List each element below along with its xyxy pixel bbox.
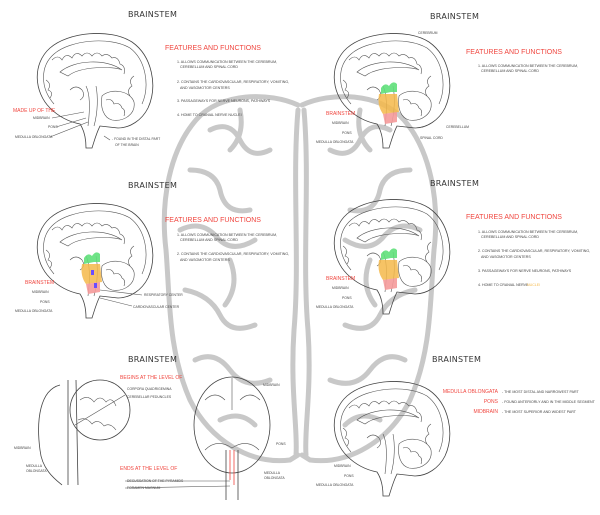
- brain-sagittal-diagram: [36, 33, 154, 149]
- panel-5: BRAINSTEM BEGINS AT THE LEVEL OF CORPORA…: [14, 355, 286, 500]
- cardiovascular-center-marker: [94, 283, 97, 288]
- feature-item: 1. ALLOWS COMMUNICATION BETWEEN THE CERE…: [177, 60, 277, 64]
- feature-item: AND VASOMOTOR CENTERS: [481, 255, 531, 259]
- brainstem-label: BRAINSTEM: [326, 111, 355, 117]
- location-note: - FOUND IN THE DISTAL PART: [112, 137, 160, 141]
- ends-label: ENDS AT THE LEVEL OF: [120, 466, 177, 472]
- panel-title: BRAINSTEM: [430, 12, 479, 21]
- begins-label: BEGINS AT THE LEVEL OF: [120, 375, 182, 381]
- label-midbrain: MIDBRAIN: [332, 121, 349, 125]
- panel-4: BRAINSTEM FEATURES AND FUNCTIONS 1. ALLO…: [316, 179, 590, 315]
- feature-item: 2. CONTAINS THE CARDIOVASCULAR, RESPIRAT…: [177, 252, 289, 256]
- label-pons: PONS: [40, 300, 50, 304]
- made-up-label: MADE UP OF THE: [13, 108, 56, 114]
- label-medulla: MEDULLA OBLONGATA: [316, 305, 354, 309]
- location-note: OF THE BRAIN: [115, 143, 139, 147]
- label-pons: PONS: [276, 442, 286, 446]
- panel-title: BRAINSTEM: [432, 355, 481, 364]
- panel-3: BRAINSTEM FEATURES AND FUNCTIONS 1. ALLO…: [15, 181, 289, 319]
- label-medulla: MEDULLA: [26, 464, 43, 468]
- feature-item: 1. ALLOWS COMMUNICATION BETWEEN THE CERE…: [478, 230, 578, 234]
- panel-title: BRAINSTEM: [430, 179, 479, 188]
- definition: - FOUND ANTERIORLY AND IN THE MIDDLE SEG…: [502, 400, 596, 404]
- label-respiratory-center: RESPIRATORY CENTER: [144, 293, 183, 297]
- panel-title: BRAINSTEM: [128, 181, 177, 190]
- label-cerebellar-peduncles: CEREBELLAR PEDUNCLES: [127, 395, 172, 399]
- feature-item: CEREBELLUM AND SPINAL CORD: [481, 69, 539, 73]
- features-title: FEATURES AND FUNCTIONS: [165, 45, 261, 52]
- feature-item: 4. HOME TO CRANIAL NERVE NUCLEI: [177, 113, 242, 117]
- label-medulla: MEDULLA OBLONGATA: [15, 309, 53, 313]
- definition: - THE MOST SUPERIOR AND WIDEST PART: [502, 410, 577, 414]
- term-midbrain: MIDBRAIN: [474, 409, 499, 415]
- feature-item: 1. ALLOWS COMMUNICATION BETWEEN THE CERE…: [478, 64, 578, 68]
- term-medulla: MEDULLA OBLONGATA: [443, 389, 499, 395]
- label-medulla: MEDULLA OBLONGATA: [316, 483, 354, 487]
- panel-title: BRAINSTEM: [128, 10, 177, 19]
- brainstem-highlight: [378, 248, 399, 290]
- label-medulla: MEDULLA OBLONGATA: [15, 135, 53, 139]
- pyramids-highlight: [229, 450, 235, 485]
- panel-2: BRAINSTEM FEATURES AND FUNCTIONS 1. ALLO…: [316, 12, 578, 149]
- label-pons: PONS: [344, 474, 354, 478]
- label-midbrain: MIDBRAIN: [33, 116, 50, 120]
- feature-item: 4. HOME TO CRANIAL NERVE: [478, 283, 529, 287]
- label-foramen-magnum: FORAMEN MAGNUM: [127, 486, 161, 490]
- label-medulla: OBLONGATA: [264, 476, 285, 480]
- label-medulla: MEDULLA OBLONGATA: [316, 140, 354, 144]
- label-midbrain: MIDBRAIN: [14, 446, 31, 450]
- label-medulla: OBLONGATA: [26, 469, 47, 473]
- features-title: FEATURES AND FUNCTIONS: [466, 49, 562, 56]
- label-cerebrum: CEREBRUM: [418, 31, 438, 35]
- brainstem-highlight: [378, 82, 399, 124]
- feature-item: 3. PASSAGEWAYS FOR NERVE NEURONS, PATHWA…: [478, 269, 572, 273]
- nuclei-highlight: NUCLEI: [527, 283, 540, 287]
- features-title: FEATURES AND FUNCTIONS: [466, 214, 562, 221]
- term-pons: PONS: [484, 399, 499, 405]
- definition: - THE MOST DISTAL AND NARROWEST PART: [502, 390, 580, 394]
- feature-item: AND VASOMOTOR CENTERS: [180, 86, 230, 90]
- feature-item: CEREBELLUM AND SPINAL CORD: [180, 238, 238, 242]
- feature-item: 3. PASSAGEWAYS FOR NERVE NEURONS, PATHWA…: [177, 99, 271, 103]
- label-corpora-quadrigemina: CORPORA QUADRIGEMINA: [127, 387, 172, 391]
- panel-6: BRAINSTEM MEDULLA OBLONGATA - THE MOST D…: [316, 355, 596, 497]
- feature-item: 2. CONTAINS THE CARDIOVASCULAR, RESPIRAT…: [478, 249, 590, 253]
- label-midbrain: MIDBRAIN: [32, 290, 49, 294]
- label-medulla: MEDULLA: [264, 471, 281, 475]
- feature-item: CEREBELLUM AND SPINAL CORD: [180, 65, 238, 69]
- panel-1: BRAINSTEM FEATURES AND FUNCTIONS 1. ALLO…: [13, 10, 289, 149]
- label-midbrain: MIDBRAIN: [332, 286, 349, 290]
- brainstem-lateral-diagram: [38, 379, 131, 486]
- label-pons: PONS: [342, 131, 352, 135]
- label-cardiovascular-center: CARDIOVASCULAR CENTER: [133, 305, 180, 309]
- brain-sagittal-diagram: [333, 381, 451, 497]
- label-midbrain: MIDBRAIN: [334, 464, 351, 468]
- feature-item: AND VASOMOTOR CENTERS: [180, 258, 230, 262]
- feature-item: 2. CONTAINS THE CARDIOVASCULAR, RESPIRAT…: [177, 80, 289, 84]
- brainstem-label: BRAINSTEM: [25, 280, 54, 286]
- brain-inferior-view-diagram: [193, 376, 271, 500]
- label-cerebellum: CEREBELLUM: [446, 125, 469, 129]
- features-title: FEATURES AND FUNCTIONS: [165, 217, 261, 224]
- label-spinal-cord: SPINAL CORD: [420, 136, 443, 140]
- feature-item: 1. ALLOWS COMMUNICATION BETWEEN THE CERE…: [177, 233, 277, 237]
- brainstem-label: BRAINSTEM: [326, 276, 355, 282]
- label-midbrain: MIDBRAIN: [263, 383, 280, 387]
- feature-item: CEREBELLUM AND SPINAL CORD: [481, 235, 539, 239]
- label-pons: PONS: [48, 125, 58, 129]
- respiratory-center-marker: [91, 270, 94, 275]
- panel-title: BRAINSTEM: [128, 355, 177, 364]
- label-pons: PONS: [342, 296, 352, 300]
